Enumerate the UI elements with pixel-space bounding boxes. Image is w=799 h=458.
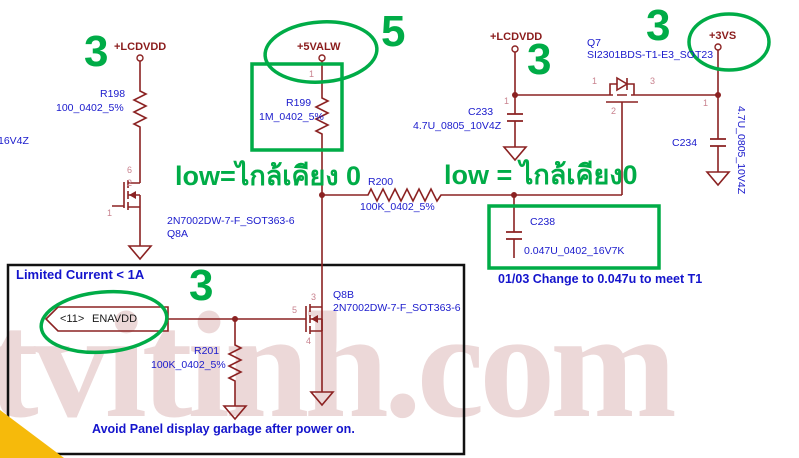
corner-highlight-triangle xyxy=(0,410,64,458)
q8a-body-arrow xyxy=(129,191,136,199)
limited-current-box xyxy=(6,263,466,456)
junction-dots xyxy=(232,92,721,322)
capacitor-c233 xyxy=(507,113,523,122)
mosfet-q7 xyxy=(606,76,638,103)
green-box-r199 xyxy=(250,62,344,152)
mosfet-q8b xyxy=(300,304,323,334)
q8b-body-arrow xyxy=(311,315,318,323)
resistor-r201 xyxy=(227,342,243,385)
ground-r201 xyxy=(222,405,248,421)
power-bubble-lcdvdd-left xyxy=(136,54,144,62)
capacitor-c238 xyxy=(506,231,522,240)
ground-c234 xyxy=(705,171,731,187)
power-bubble-3vs xyxy=(714,43,722,51)
resistor-r200 xyxy=(365,187,445,203)
green-box-c238 xyxy=(487,204,661,270)
mosfet-q8a xyxy=(123,180,140,210)
power-bubble-5valw xyxy=(318,54,326,62)
ground-q8a xyxy=(127,245,153,261)
resistor-r198 xyxy=(132,88,148,130)
watermark-text: tvitinh.com xyxy=(0,281,677,449)
enavdd-offpage-tag xyxy=(44,306,169,332)
green-circle-enavdd xyxy=(39,289,169,355)
ground-q8b xyxy=(309,391,335,407)
q7-body-diode xyxy=(616,76,629,92)
capacitor-c234 xyxy=(710,138,726,147)
green-circle-3vs xyxy=(687,12,771,72)
green-annotations xyxy=(39,12,771,355)
green-circle-5valw xyxy=(263,20,379,84)
wires xyxy=(112,50,719,406)
resistor-r199 xyxy=(314,95,330,138)
power-bubble-lcdvdd-right xyxy=(511,45,519,53)
ground-c233 xyxy=(502,146,528,162)
power-flag-symbols xyxy=(136,43,722,62)
ground-symbols xyxy=(127,146,731,421)
